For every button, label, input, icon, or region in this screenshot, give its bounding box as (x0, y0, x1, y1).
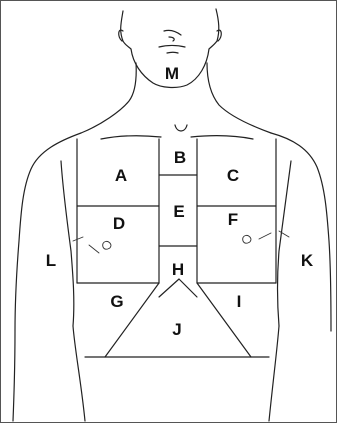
label-c: C (227, 166, 239, 185)
label-h: H (172, 260, 184, 279)
label-k: K (301, 251, 314, 270)
label-g: G (110, 292, 123, 311)
nipple-marks (73, 231, 289, 253)
label-l: L (46, 251, 56, 270)
label-i: I (237, 292, 242, 311)
label-e: E (173, 202, 184, 221)
label-a: A (115, 166, 127, 185)
face-features (159, 30, 185, 53)
label-j: J (172, 320, 181, 339)
label-b: B (174, 148, 186, 167)
label-f: F (228, 210, 238, 229)
label-m: M (165, 64, 179, 83)
label-d: D (113, 214, 125, 233)
clavicle-lines (101, 125, 253, 139)
